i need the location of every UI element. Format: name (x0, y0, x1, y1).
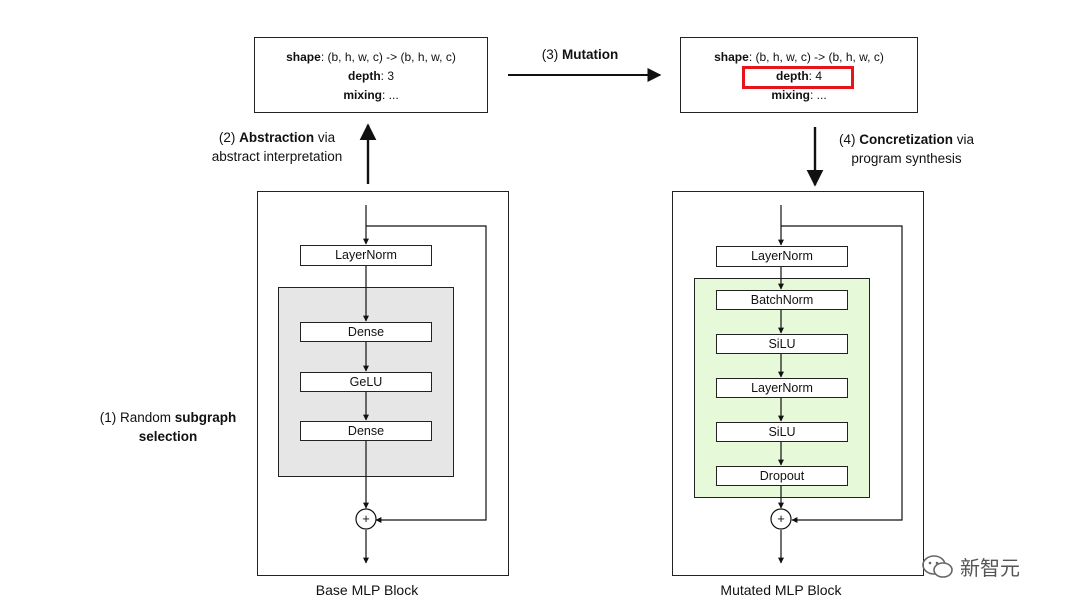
node-dense: Dense (300, 322, 432, 342)
mixing-line: mixing: ... (771, 88, 827, 102)
plus-glyph-base: + (362, 511, 370, 526)
residual-add-mutated (770, 508, 792, 530)
node-layernorm: LayerNorm (300, 245, 432, 266)
mutated-block-caption: Mutated MLP Block (720, 582, 842, 598)
depth-line: depth: 4 (775, 69, 822, 83)
depth-highlight (742, 66, 854, 89)
concretization-label: (4) Concretization via program synthesis (838, 132, 975, 166)
node-layernorm: LayerNorm (716, 378, 848, 398)
node-silu: SiLU (716, 334, 848, 354)
watermark: 新智元 (920, 552, 1020, 581)
node-batchnorm: BatchNorm (716, 290, 848, 310)
node-gelu: GeLU (300, 372, 432, 392)
wechat-icon (922, 554, 953, 578)
residual-add-base (355, 508, 377, 530)
abstraction-label: (2) Abstraction via abstract interpretat… (211, 130, 343, 164)
mixing-line: mixing: ... (343, 88, 399, 102)
shape-line: shape: (b, h, w, c) -> (b, h, w, c) (714, 50, 884, 64)
base-block-caption: Base MLP Block (315, 582, 419, 598)
node-dropout: Dropout (716, 466, 848, 486)
shape-line: shape: (b, h, w, c) -> (b, h, w, c) (286, 50, 456, 64)
depth-line: depth: 3 (347, 69, 394, 83)
node-dense: Dense (300, 421, 432, 441)
abstract-spec-box-original: shape: (b, h, w, c) -> (b, h, w, c) dept… (254, 37, 488, 113)
selection-label: (1) Random subgraph selection (99, 410, 237, 444)
plus-glyph-mutated: + (777, 511, 785, 526)
abstract-spec-box-mutated: shape: (b, h, w, c) -> (b, h, w, c) dept… (680, 37, 918, 113)
node-layernorm: LayerNorm (716, 246, 848, 267)
mutation-label: (3) Mutation (541, 47, 619, 62)
node-silu: SiLU (716, 422, 848, 442)
